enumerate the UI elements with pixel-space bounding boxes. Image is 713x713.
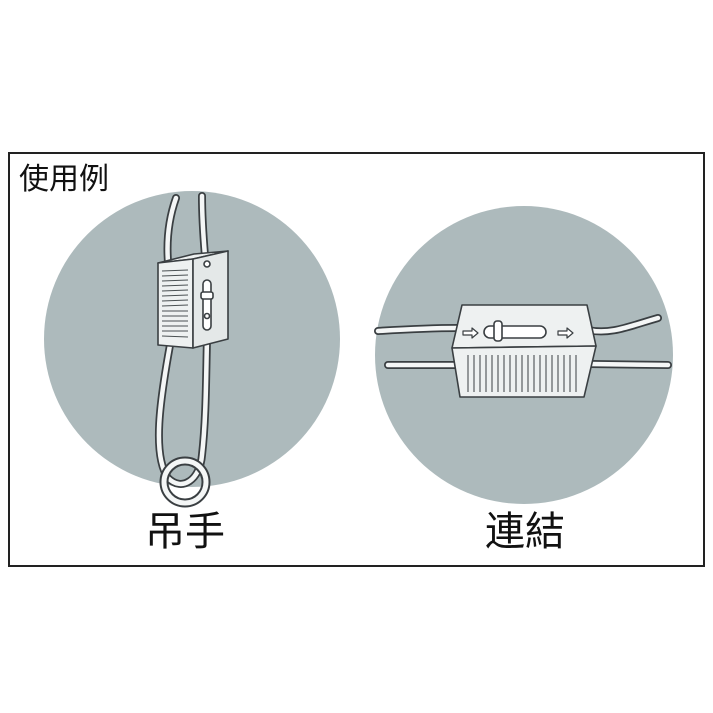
hanging-wire-right (199, 193, 208, 259)
hanging-clip-top-hole (203, 260, 211, 268)
connecting-wire-top-right (585, 315, 661, 334)
hanging-wire-loop (154, 334, 211, 488)
connecting-example-label: 連結 (485, 509, 565, 555)
usage-example-title: 使用例 (19, 162, 109, 197)
connecting-clip-knob (493, 320, 503, 342)
clip-stripe (161, 284, 189, 287)
hanging-clip-slot (202, 279, 212, 331)
clip-stripe (161, 299, 189, 302)
connecting-wires (374, 314, 672, 369)
clip-stripe (161, 269, 189, 272)
connecting-wire-bottom-right (587, 361, 671, 368)
hanging-upper-wires (163, 192, 209, 266)
hanging-clip-lower-mark (203, 312, 211, 320)
clip-stripe (161, 304, 189, 307)
connecting-clip-front-face (451, 345, 597, 398)
connecting-example-illustration (374, 206, 673, 504)
hanging-example-illustration (44, 191, 340, 508)
hanging-clip-knob (200, 291, 214, 300)
connecting-clip-block (451, 304, 597, 398)
hanging-ring-body (161, 458, 209, 506)
clip-stripe (161, 279, 189, 282)
clip-stripe (161, 335, 189, 338)
arrow-right-icon (462, 327, 479, 339)
hanging-example-label: 吊手 (145, 509, 225, 555)
hanging-clip-front-face (157, 258, 194, 349)
clip-stripe (161, 274, 189, 277)
clip-stripe (161, 294, 189, 297)
hanging-loop (156, 335, 210, 487)
arrow-right-icon (557, 327, 574, 339)
hanging-clip-block (157, 250, 229, 349)
connecting-clip-stripes (467, 355, 577, 392)
connecting-wire-top-left (375, 325, 461, 334)
hanging-ring (159, 456, 211, 508)
hanging-wire-left (165, 195, 179, 265)
clip-stripe (161, 289, 189, 292)
hanging-clip-stripes (161, 269, 189, 338)
